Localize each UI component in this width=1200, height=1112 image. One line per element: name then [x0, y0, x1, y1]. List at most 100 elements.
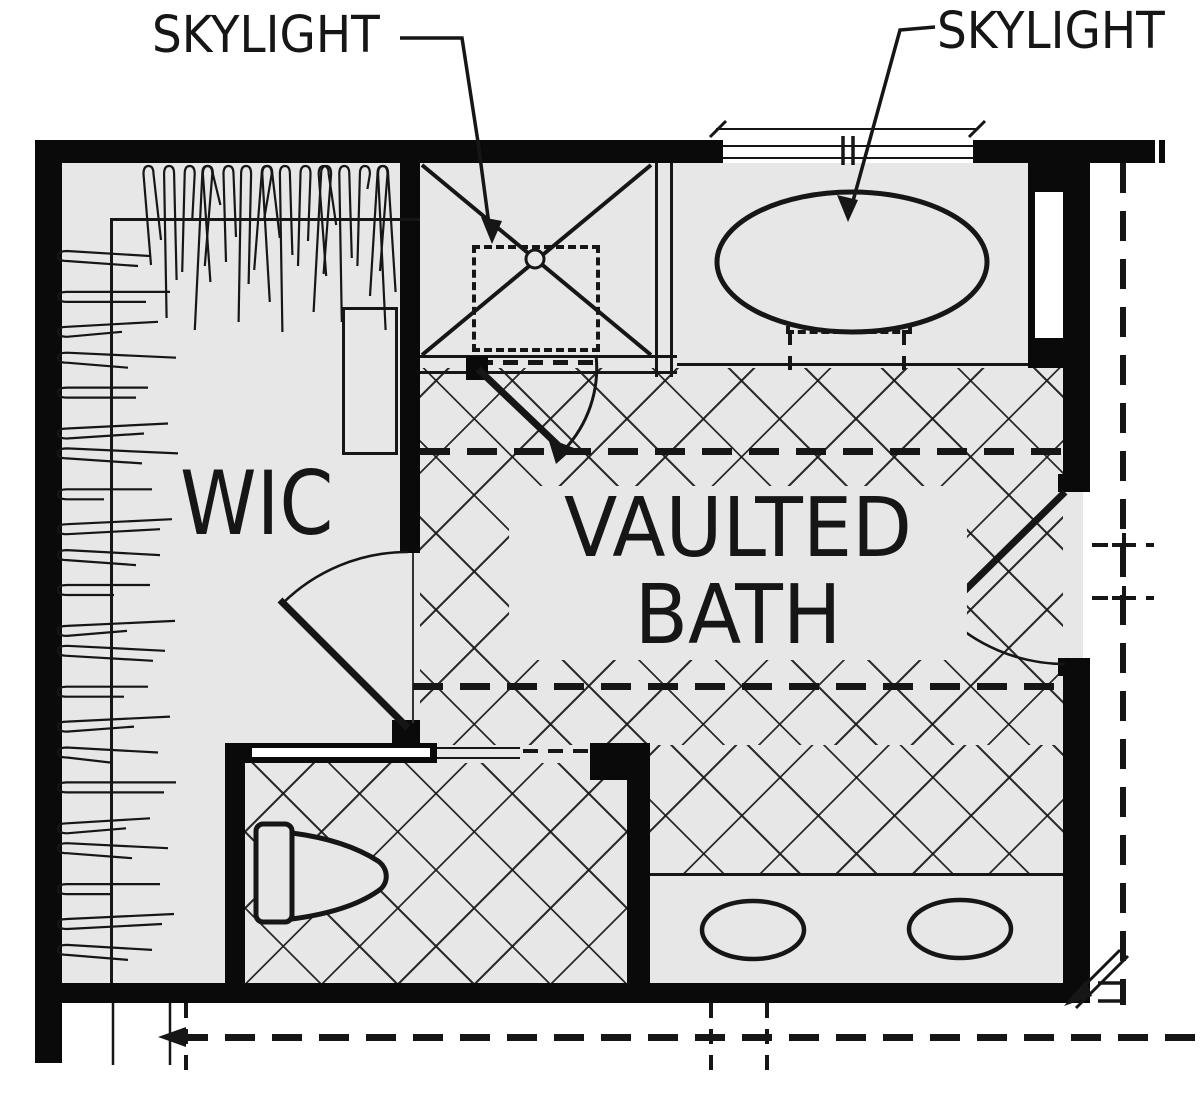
clothes-hanger [56, 386, 148, 399]
shower-door-tip-arrow [548, 438, 574, 464]
shower-glass-bottom-outer [420, 355, 677, 358]
wall-end-cap [1159, 140, 1165, 163]
toilet-tank [253, 821, 295, 925]
right-tick-upper [1092, 533, 1154, 557]
tub-skylight-stub-right [902, 330, 906, 370]
window-line-inner [723, 157, 973, 159]
clothes-hanger [56, 943, 153, 961]
clothes-hanger [56, 249, 151, 268]
clothes-hanger [56, 781, 176, 794]
clothes-hanger [376, 164, 397, 331]
clothes-hanger [56, 746, 159, 764]
clothes-hanger [56, 817, 151, 835]
shower-glass-bottom-inner [420, 371, 677, 374]
clothes-hanger [338, 164, 353, 323]
clothes-hanger [56, 351, 177, 369]
wall-top-right [973, 140, 1155, 163]
entry-door-jamb-bottom [1058, 658, 1090, 676]
clothes-hanger [296, 164, 312, 267]
clothes-hanger [237, 164, 253, 323]
pocket-door-track-top [437, 747, 520, 749]
clothes-hanger [56, 644, 166, 662]
wall-left [35, 140, 62, 1063]
sink-right [906, 897, 1014, 961]
pocket-door-header-dash [523, 749, 590, 753]
bottom-dashed-tick-mid2 [765, 1003, 769, 1073]
right-tick-lower [1092, 586, 1154, 610]
shower-door-swing-arc [562, 354, 599, 452]
clothes-hanger [356, 164, 372, 267]
tub-platform-edge [677, 363, 1028, 366]
wic-door-swing-arc [281, 550, 409, 605]
toilet-bowl [289, 830, 389, 922]
bottom-dashed-tick-mid1 [709, 1003, 713, 1073]
clothes-hanger [56, 488, 152, 501]
right-projection-dashed-line [1120, 163, 1126, 1005]
skylight-label-left: SKYLIGHT [152, 6, 380, 65]
bottom-projection-dashed-line [178, 1034, 1200, 1041]
clothes-hanger [261, 164, 281, 303]
closet-rod-left [110, 218, 113, 983]
clothes-hanger [56, 447, 179, 465]
clothes-hanger [56, 619, 176, 638]
closet-hangers-left [56, 249, 179, 961]
clothes-hanger [56, 290, 170, 303]
shower-door-leaf [475, 366, 565, 452]
wic-label: WIC [180, 452, 334, 555]
clothes-hanger [56, 320, 159, 338]
clothes-hanger [56, 583, 150, 597]
clothes-hanger [201, 164, 222, 283]
shower-glass-right-outer [655, 163, 658, 377]
skylight-right-arrow [837, 195, 858, 222]
vanity-counter-edge [650, 873, 1063, 876]
wall-right-lower [1063, 658, 1090, 1003]
clothes-hanger [56, 883, 160, 896]
bottom-dashed-arrow [158, 1027, 186, 1047]
vaulted-bath-line1: VAULTED [563, 481, 913, 576]
shower-skylight-outline [472, 245, 600, 352]
clothes-hanger [56, 422, 169, 440]
closet-hangers-top [142, 164, 397, 333]
bottom-extension-lines [111, 1003, 172, 1065]
clothes-hanger [317, 164, 338, 277]
clothes-hanger [312, 164, 333, 313]
clothes-hanger [56, 518, 173, 536]
tub-skylight-stub-left [788, 330, 792, 370]
wall-top-left [35, 140, 723, 163]
shower-drain [524, 248, 546, 270]
clothes-hanger [56, 548, 161, 567]
clothes-hanger [142, 164, 163, 266]
clothes-hanger [56, 715, 171, 733]
clothes-hanger [278, 164, 294, 333]
entry-door-jamb-top [1058, 474, 1090, 492]
sink-left [699, 898, 807, 962]
skylight-label-right: SKYLIGHT [937, 2, 1165, 61]
wall-right-upper [1063, 368, 1090, 492]
shower-glass-right-inner [670, 163, 673, 377]
skylight-right-leader [848, 25, 936, 213]
clothes-hanger [162, 164, 178, 319]
window-line-outer [723, 145, 973, 147]
vaulted-bath-label: VAULTED BATH [509, 481, 967, 663]
wall-bottom [35, 983, 1090, 1003]
ceiling-break-line-upper [420, 448, 1063, 455]
toilet-room-left-wall [225, 743, 245, 985]
pocket-door-track-bottom [437, 757, 520, 759]
wic-shelf-unit [342, 307, 398, 455]
window-dimension-ticks [708, 119, 987, 139]
ceiling-break-line-lower [413, 683, 1063, 690]
wall-wic-bath [400, 163, 420, 553]
wic-door-leaf [277, 597, 411, 731]
vaulted-bath-line2: BATH [634, 567, 842, 663]
bath-floor-tile-lower [650, 745, 1063, 875]
tub [714, 189, 990, 335]
pocket-door-panel [252, 748, 430, 757]
shower-door-header-dash [478, 360, 595, 365]
skylight-left-leader [400, 36, 492, 233]
clothes-hanger [56, 685, 148, 698]
window-mullion-ticks [841, 136, 855, 165]
skylight-left-arrow [481, 217, 502, 244]
toilet-room-right-wall [627, 763, 650, 985]
